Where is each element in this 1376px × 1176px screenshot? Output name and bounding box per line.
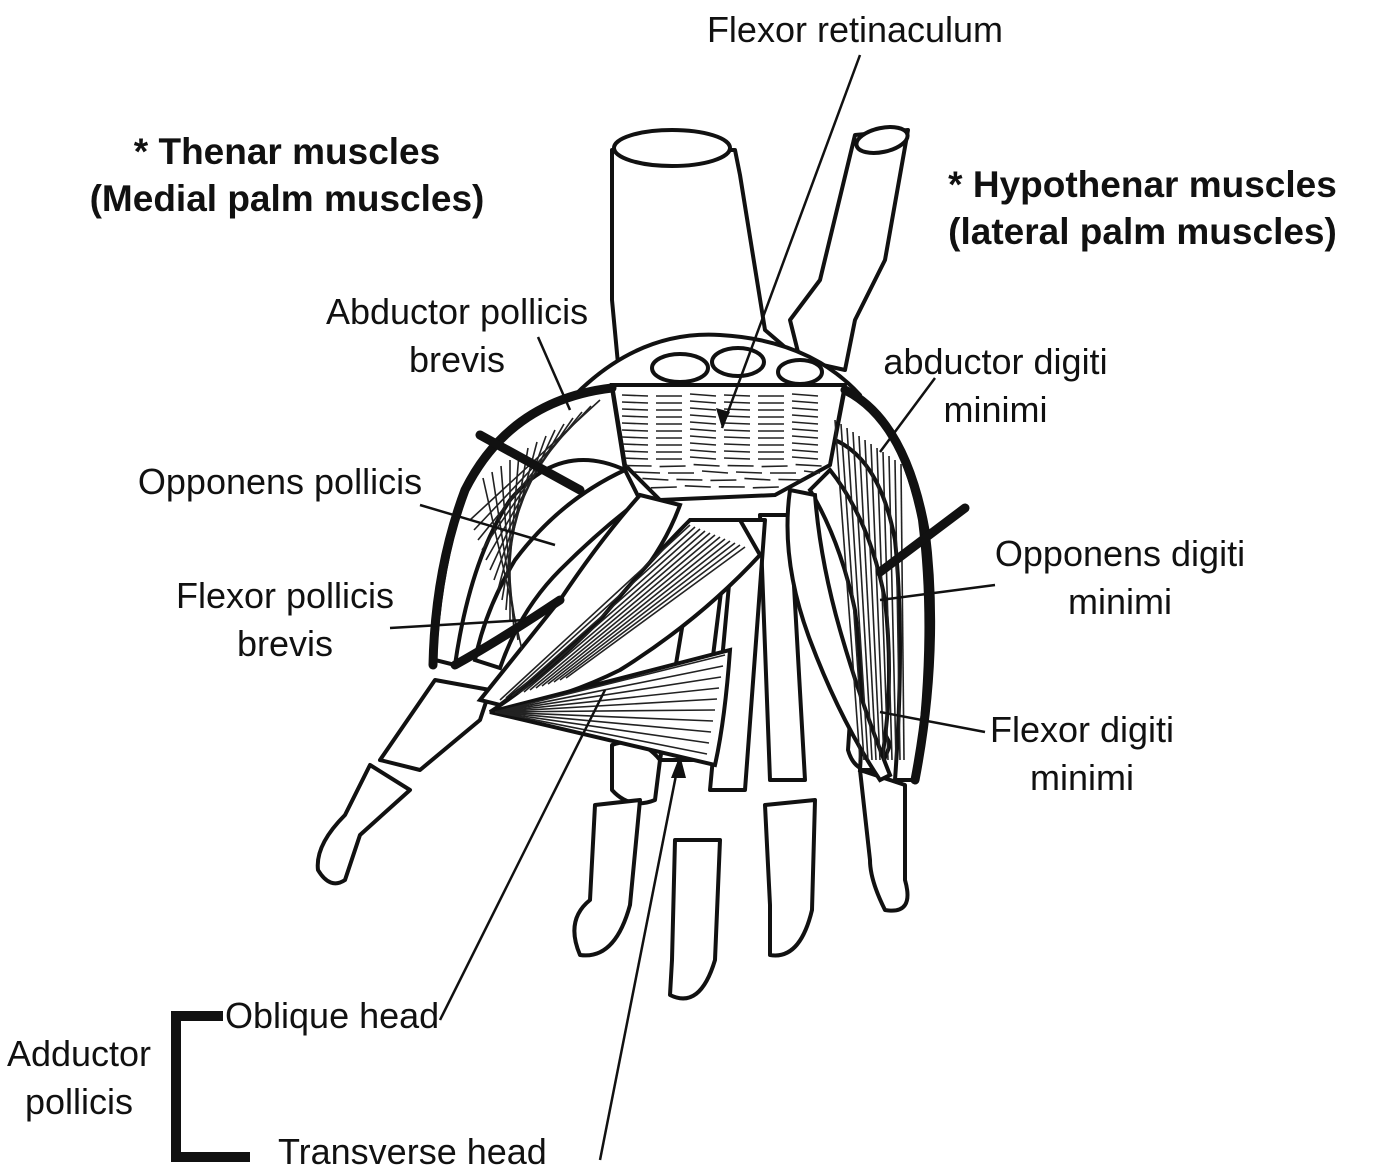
retinaculum-fiber: [622, 444, 648, 445]
thumb-phalanx: [318, 765, 410, 883]
retinaculum-fiber: [724, 451, 750, 452]
retinaculum-fiber: [724, 430, 750, 431]
retinaculum-fiber: [622, 451, 648, 452]
retinaculum-fiber: [622, 402, 648, 403]
phalanx-little: [860, 770, 908, 911]
retinaculum-fiber: [660, 466, 686, 467]
ulna-bone: [790, 130, 908, 370]
thenar-header-line1: * Thenar muscles: [62, 128, 512, 175]
retinaculum-fiber: [622, 437, 648, 438]
leader-oblique-head: [440, 690, 605, 1020]
retinaculum-fiber: [622, 416, 648, 417]
retinaculum-fiber: [762, 466, 788, 467]
retinaculum-fiber: [724, 458, 750, 459]
hypothenar-header-line2: (lateral palm muscles): [920, 208, 1365, 255]
label-transverse-head: Transverse head: [278, 1128, 548, 1176]
thumb-bones: [318, 680, 490, 883]
label-flexor-digiti-minimi: Flexor digiti minimi: [982, 706, 1182, 802]
phalanx-middle: [670, 840, 720, 998]
label-abductor-digiti-minimi: abductor digiti minimi: [878, 338, 1113, 434]
retinaculum-fiber: [736, 472, 762, 473]
flexor-retinaculum-band: [612, 385, 845, 500]
label-opponens-pollicis: Opponens pollicis: [135, 458, 425, 506]
retinaculum-fiber: [724, 444, 750, 445]
label-opponens-digiti-minimi: Opponens digiti minimi: [990, 530, 1250, 626]
thenar-header: * Thenar muscles (Medial palm muscles): [62, 128, 512, 222]
label-adductor-pollicis: Adductor pollicis: [4, 1030, 154, 1126]
retinaculum-fiber: [622, 409, 648, 410]
retinaculum-fiber: [622, 430, 648, 431]
thumb-metacarpal: [380, 680, 490, 770]
carpal-bone: [778, 360, 822, 384]
phalanx-ring: [765, 800, 815, 955]
hypothenar-header-line1: * Hypothenar muscles: [920, 161, 1365, 208]
carpal-bone: [712, 348, 764, 376]
label-flexor-pollicis-brevis: Flexor pollicis brevis: [165, 572, 405, 668]
retinaculum-fiber: [622, 458, 648, 459]
retinaculum-fiber: [724, 423, 750, 424]
label-oblique-head: Oblique head: [225, 992, 440, 1040]
retinaculum-fiber: [753, 487, 779, 488]
phalanx-index: [574, 800, 640, 955]
retinaculum-fiber: [724, 437, 750, 438]
radius-cut-end: [614, 130, 730, 166]
hypothenar-header: * Hypothenar muscles (lateral palm muscl…: [920, 161, 1365, 255]
label-abductor-pollicis-brevis: Abductor pollicis brevis: [322, 288, 592, 384]
retinaculum-fiber: [651, 487, 677, 488]
carpal-bone: [652, 354, 708, 382]
retinaculum-fiber: [634, 472, 660, 473]
retinaculum-fiber: [778, 479, 804, 480]
retinaculum-fiber: [622, 395, 648, 396]
retinaculum-fiber: [724, 402, 750, 403]
retinaculum-fiber: [724, 395, 750, 396]
thenar-header-line2: (Medial palm muscles): [62, 175, 512, 222]
retinaculum-fiber: [622, 423, 648, 424]
label-flexor-retinaculum: Flexor retinaculum: [700, 6, 1010, 54]
retinaculum-fiber: [676, 479, 702, 480]
